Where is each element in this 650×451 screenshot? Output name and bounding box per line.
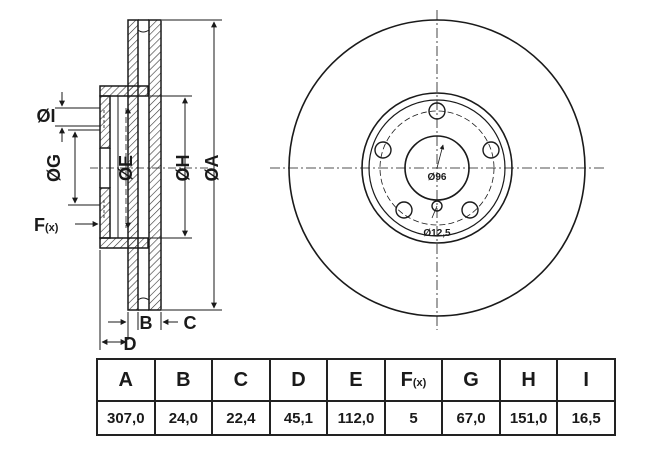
value-b: 24,0 xyxy=(153,400,214,436)
hat-outer-edge xyxy=(361,92,513,244)
hat-inner-edge xyxy=(368,99,506,237)
value-i: 16,5 xyxy=(556,400,616,436)
dimension-table: A B C D E F(x) G H I 307,0 24,0 22,4 45,… xyxy=(96,358,616,436)
dim-label-e: ØE xyxy=(116,155,136,181)
hat-bottom-wall xyxy=(99,237,149,249)
dim-label-f: F(x) xyxy=(34,215,59,235)
header-h: H xyxy=(498,358,559,402)
value-a: 307,0 xyxy=(96,400,156,436)
value-d: 45,1 xyxy=(268,400,329,436)
bolt-hole-top xyxy=(428,102,446,120)
header-a: A xyxy=(96,358,156,402)
bolt-hole-left xyxy=(374,141,392,159)
header-d: D xyxy=(268,358,329,402)
value-e: 112,0 xyxy=(326,400,386,436)
value-g: 67,0 xyxy=(441,400,501,436)
dim-label-a: ØA xyxy=(202,154,222,181)
center-bore xyxy=(404,135,470,201)
header-c: C xyxy=(211,358,271,402)
center-bore-label: Ø96 xyxy=(428,172,447,183)
header-f: F(x) xyxy=(383,358,444,402)
dim-label-g: ØG xyxy=(44,154,64,182)
dim-label-i: ØI xyxy=(36,106,55,126)
dim-label-h: ØH xyxy=(173,155,193,182)
brake-disc-drawing: ØI ØG ØE ØH ØA F(x) B C D Ø96 Ø12,5 xyxy=(34,10,605,350)
value-h: 151,0 xyxy=(498,400,559,436)
table-value-row: 307,0 24,0 22,4 45,1 112,0 5 67,0 151,0 … xyxy=(96,400,616,436)
disc-outer-edge xyxy=(288,19,586,317)
friction-ring-inner-plate xyxy=(148,19,162,311)
locating-hole xyxy=(431,200,443,212)
header-e: E xyxy=(326,358,386,402)
table-header-row: A B C D E F(x) G H I xyxy=(96,358,616,402)
front-view xyxy=(270,10,605,330)
hat-face-lower xyxy=(99,187,111,239)
bolt-hole-label: Ø12,5 xyxy=(423,228,451,239)
value-c: 22,4 xyxy=(211,400,271,436)
header-g: G xyxy=(441,358,501,402)
bolt-circle xyxy=(379,110,495,226)
dim-label-b: B xyxy=(140,313,153,333)
dim-label-d: D xyxy=(124,334,137,350)
hat-face-upper xyxy=(99,95,111,149)
dimension-lines xyxy=(55,19,222,350)
bolt-hole-bottom-left xyxy=(395,201,413,219)
dim-label-c: C xyxy=(184,313,197,333)
hat-top-wall xyxy=(99,85,149,97)
header-b: B xyxy=(153,358,214,402)
header-i: I xyxy=(556,358,616,402)
bolt-hole-bottom-right xyxy=(461,201,479,219)
bolt-hole-right xyxy=(482,141,500,159)
value-f: 5 xyxy=(383,400,444,436)
